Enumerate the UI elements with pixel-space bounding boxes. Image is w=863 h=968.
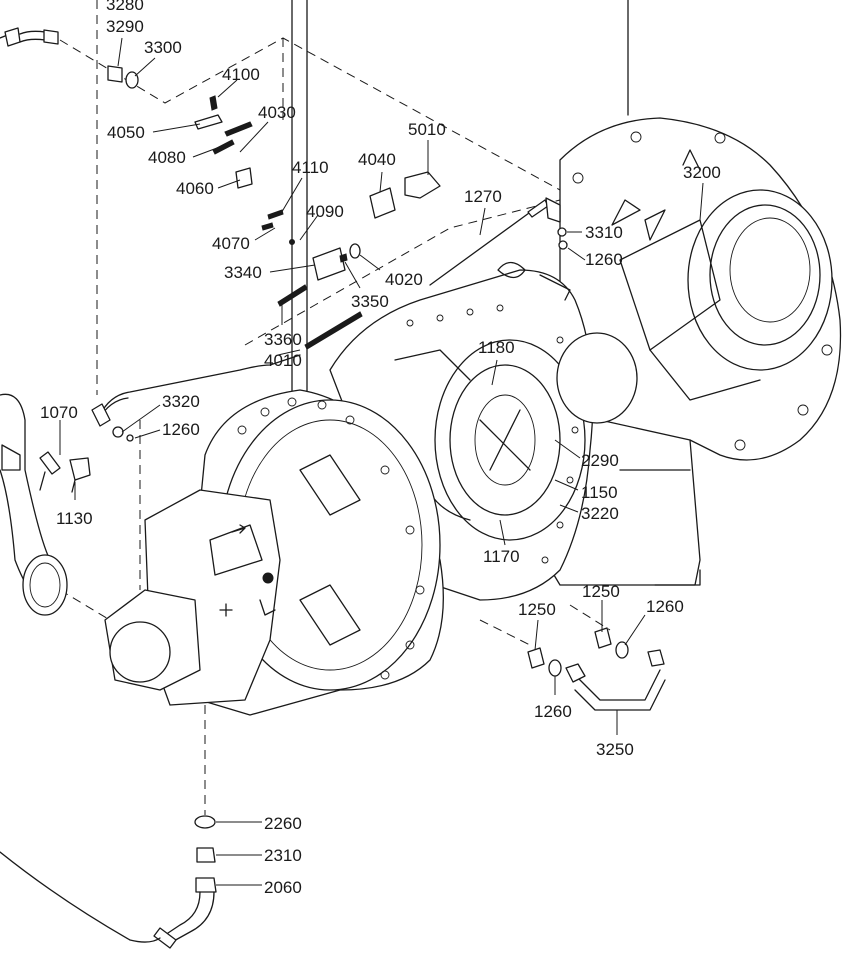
label-1260-right: 1260 xyxy=(646,597,684,616)
label-4050: 4050 xyxy=(107,123,145,142)
label-1250-left: 1250 xyxy=(518,600,556,619)
label-5010: 5010 xyxy=(408,120,446,139)
label-1150: 1150 xyxy=(581,483,618,502)
label-1130: 1130 xyxy=(56,509,93,528)
label-4020: 4020 xyxy=(385,270,423,289)
label-2060: 2060 xyxy=(264,878,302,897)
label-1260-top: 1260 xyxy=(585,250,623,269)
compressor-housing xyxy=(104,389,444,716)
label-3310: 3310 xyxy=(585,223,623,242)
vertical-pipe xyxy=(291,0,629,396)
label-4060: 4060 xyxy=(176,179,214,198)
leader-lines xyxy=(59,37,704,886)
label-3290: 3290 xyxy=(106,17,144,36)
label-3250: 3250 xyxy=(596,740,634,759)
label-1260-left: 1260 xyxy=(162,420,200,439)
label-1070: 1070 xyxy=(40,403,78,422)
label-2290: 2290 xyxy=(581,451,619,470)
label-1250-right: 1250 xyxy=(582,582,620,601)
label-4090: 4090 xyxy=(306,202,344,221)
label-1170: 1170 xyxy=(483,547,520,566)
label-2260: 2260 xyxy=(264,814,302,833)
label-3350: 3350 xyxy=(351,292,389,311)
sensor-line-4010 xyxy=(91,354,301,442)
line-1270 xyxy=(429,197,568,286)
label-3320: 3320 xyxy=(162,392,200,411)
turbine-housing xyxy=(544,117,842,586)
label-4080: 4080 xyxy=(148,148,186,167)
label-4010: 4010 xyxy=(264,351,302,370)
small-parts-cluster xyxy=(194,95,441,350)
label-4110: 4110 xyxy=(292,158,329,177)
label-1270: 1270 xyxy=(464,187,502,206)
bottom-hose xyxy=(0,815,217,949)
top-left-hose xyxy=(0,27,139,89)
label-4030: 4030 xyxy=(258,103,296,122)
label-4040: 4040 xyxy=(358,150,396,169)
label-4070: 4070 xyxy=(212,234,250,253)
bent-pipe-3250 xyxy=(527,627,666,711)
label-3340: 3340 xyxy=(224,263,262,282)
label-3280: 3280 xyxy=(106,0,144,14)
label-3360: 3360 xyxy=(264,330,302,349)
label-4100: 4100 xyxy=(222,65,260,84)
label-1260-bottom: 1260 xyxy=(534,702,572,721)
label-2310: 2310 xyxy=(264,846,302,865)
label-3300: 3300 xyxy=(144,38,182,57)
left-pipe-assembly xyxy=(0,393,91,616)
part-labels: 3280 3290 3300 4100 4030 4050 4080 5010 … xyxy=(40,0,721,897)
label-1180: 1180 xyxy=(478,338,515,357)
label-3220: 3220 xyxy=(581,504,619,523)
label-3200: 3200 xyxy=(683,163,721,182)
